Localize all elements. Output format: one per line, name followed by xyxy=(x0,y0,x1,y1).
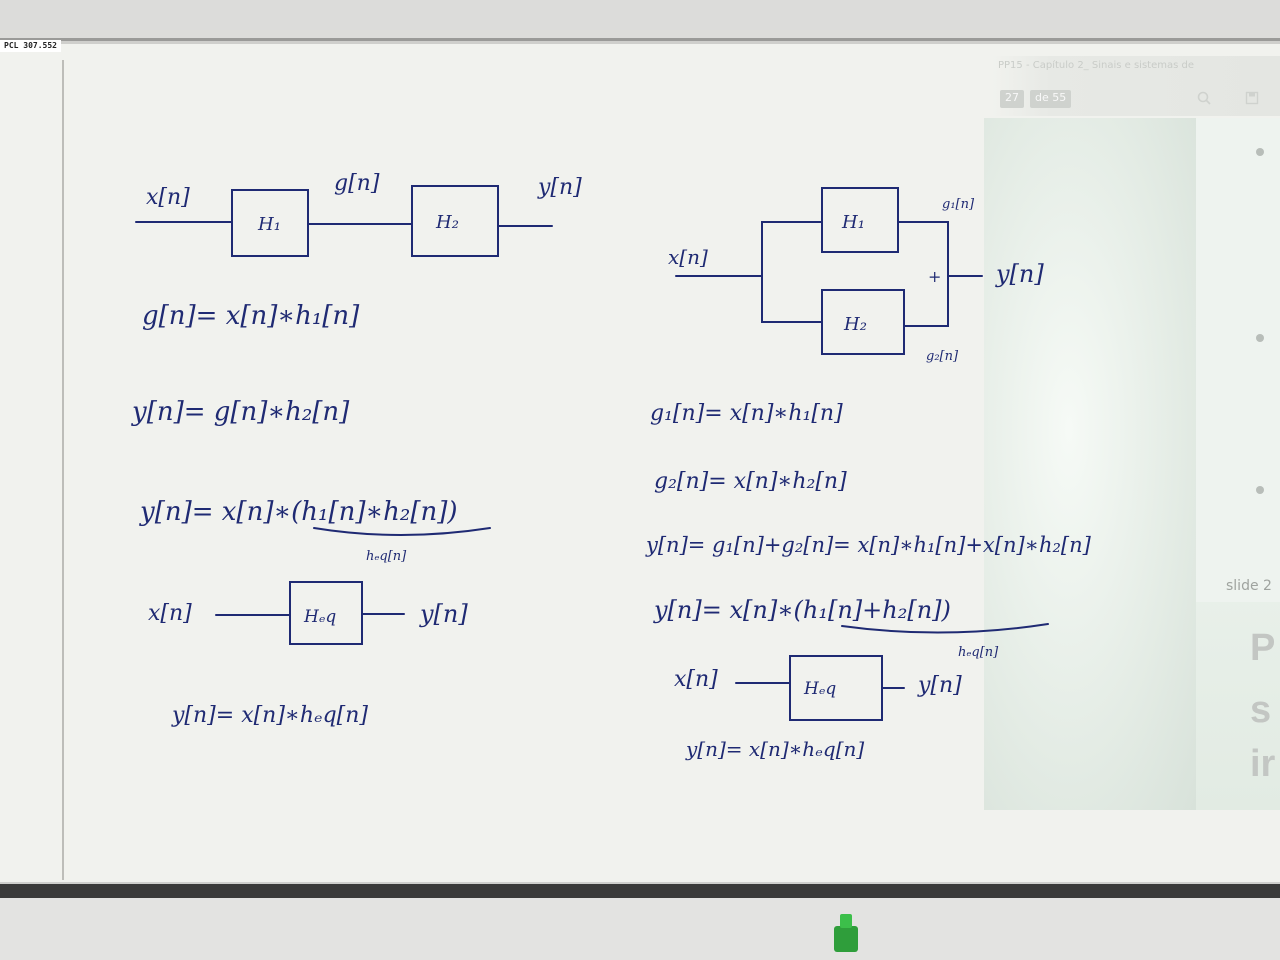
floor xyxy=(0,898,1280,960)
series-block-diagram: x[n] H₁ g[n] H₂ y[n] xyxy=(135,171,582,257)
parallel-equation-2: g₂[n]= x[n]∗h₂[n] xyxy=(654,469,847,494)
page-current: 27 xyxy=(1000,90,1024,108)
parallel-block-diagram: x[n] H₁ H₂ + g₁[n] g₂[n] y[n] xyxy=(668,187,1044,364)
parallel-input-label: x[n] xyxy=(668,245,708,269)
wire xyxy=(761,275,823,323)
block-h1-parallel xyxy=(821,187,899,253)
projected-page-indicator: 27 de 55 xyxy=(1000,90,1072,108)
series-eq-input-label: x[n] xyxy=(148,601,192,626)
parallel-out1-label: g₁[n] xyxy=(942,197,975,212)
projected-slide-list xyxy=(1196,118,1280,602)
series-eq-output-label: y[n] xyxy=(419,600,468,628)
save-icon xyxy=(1245,91,1259,105)
parallel-output-label: y[n] xyxy=(995,260,1044,288)
parallel-eq-input-label: x[n] xyxy=(674,667,718,692)
block-h2-parallel-label: H₂ xyxy=(843,314,867,335)
page-total: de 55 xyxy=(1030,90,1072,108)
series-equivalent-diagram: x[n] Hₑq y[n] xyxy=(148,581,468,645)
block-h2-label: H₂ xyxy=(435,212,459,233)
slide-bullet xyxy=(1256,486,1264,494)
parallel-final-equation: y[n]= x[n]∗hₑq[n] xyxy=(685,737,864,761)
block-h1-label: H₁ xyxy=(257,214,281,235)
series-mid-label: g[n] xyxy=(334,171,380,196)
parallel-equivalent-diagram: x[n] Hₑq y[n] xyxy=(674,655,962,721)
series-equation-2: y[n]= g[n]∗h₂[n] xyxy=(131,397,350,427)
slide-heading-fragment: ir xyxy=(1250,743,1276,785)
slide-heading-fragment: P xyxy=(1250,627,1276,669)
marker-tray xyxy=(0,884,1280,898)
parallel-equation-1: g₁[n]= x[n]∗h₁[n] xyxy=(650,401,843,426)
search-icon xyxy=(1197,91,1211,105)
projected-document-title: PP15 - Capítulo 2_ Sinais e sistemas de xyxy=(998,60,1194,71)
asset-sticker: PCL 307.552 xyxy=(0,40,61,52)
parallel-eq-output-label: y[n] xyxy=(917,673,962,698)
wire xyxy=(761,221,823,309)
whiteboard-edge xyxy=(62,60,64,880)
series-heq-label: hₑq[n] xyxy=(366,549,407,564)
series-equation-1: g[n]= x[n]∗h₁[n] xyxy=(142,301,360,331)
series-output-label: y[n] xyxy=(537,175,582,200)
block-heq-parallel-label: Hₑq xyxy=(803,679,836,699)
slide-number-label: slide 2 xyxy=(1226,578,1272,594)
bottle-cap-icon xyxy=(834,914,858,952)
projected-slide-image xyxy=(984,118,1196,810)
parallel-equation-3: y[n]= g₁[n]+g₂[n]= x[n]∗h₁[n]+x[n]∗h₂[n] xyxy=(645,533,1092,557)
block-heq-label: Hₑq xyxy=(303,607,336,627)
block-h2-parallel xyxy=(821,289,905,355)
wall xyxy=(0,0,1280,40)
block-h2 xyxy=(411,185,499,257)
series-underbrace xyxy=(313,527,491,536)
parallel-underbrace xyxy=(841,623,1049,634)
parallel-heq-label: hₑq[n] xyxy=(958,645,999,660)
wire xyxy=(897,221,949,327)
slide-bullet xyxy=(1256,148,1264,156)
block-h1-parallel-label: H₁ xyxy=(841,212,865,233)
parallel-equation-4: y[n]= x[n]∗(h₁[n]+h₂[n]) xyxy=(653,596,951,624)
parallel-out2-label: g₂[n] xyxy=(926,349,959,364)
series-equation-3: y[n]= x[n]∗(h₁[n]∗h₂[n]) xyxy=(139,497,458,527)
series-final-equation: y[n]= x[n]∗hₑq[n] xyxy=(171,703,368,728)
slide-bullet xyxy=(1256,334,1264,342)
sum-sign: + xyxy=(928,267,941,286)
slide-heading-fragment: s xyxy=(1250,689,1272,731)
series-input-label: x[n] xyxy=(146,185,190,210)
